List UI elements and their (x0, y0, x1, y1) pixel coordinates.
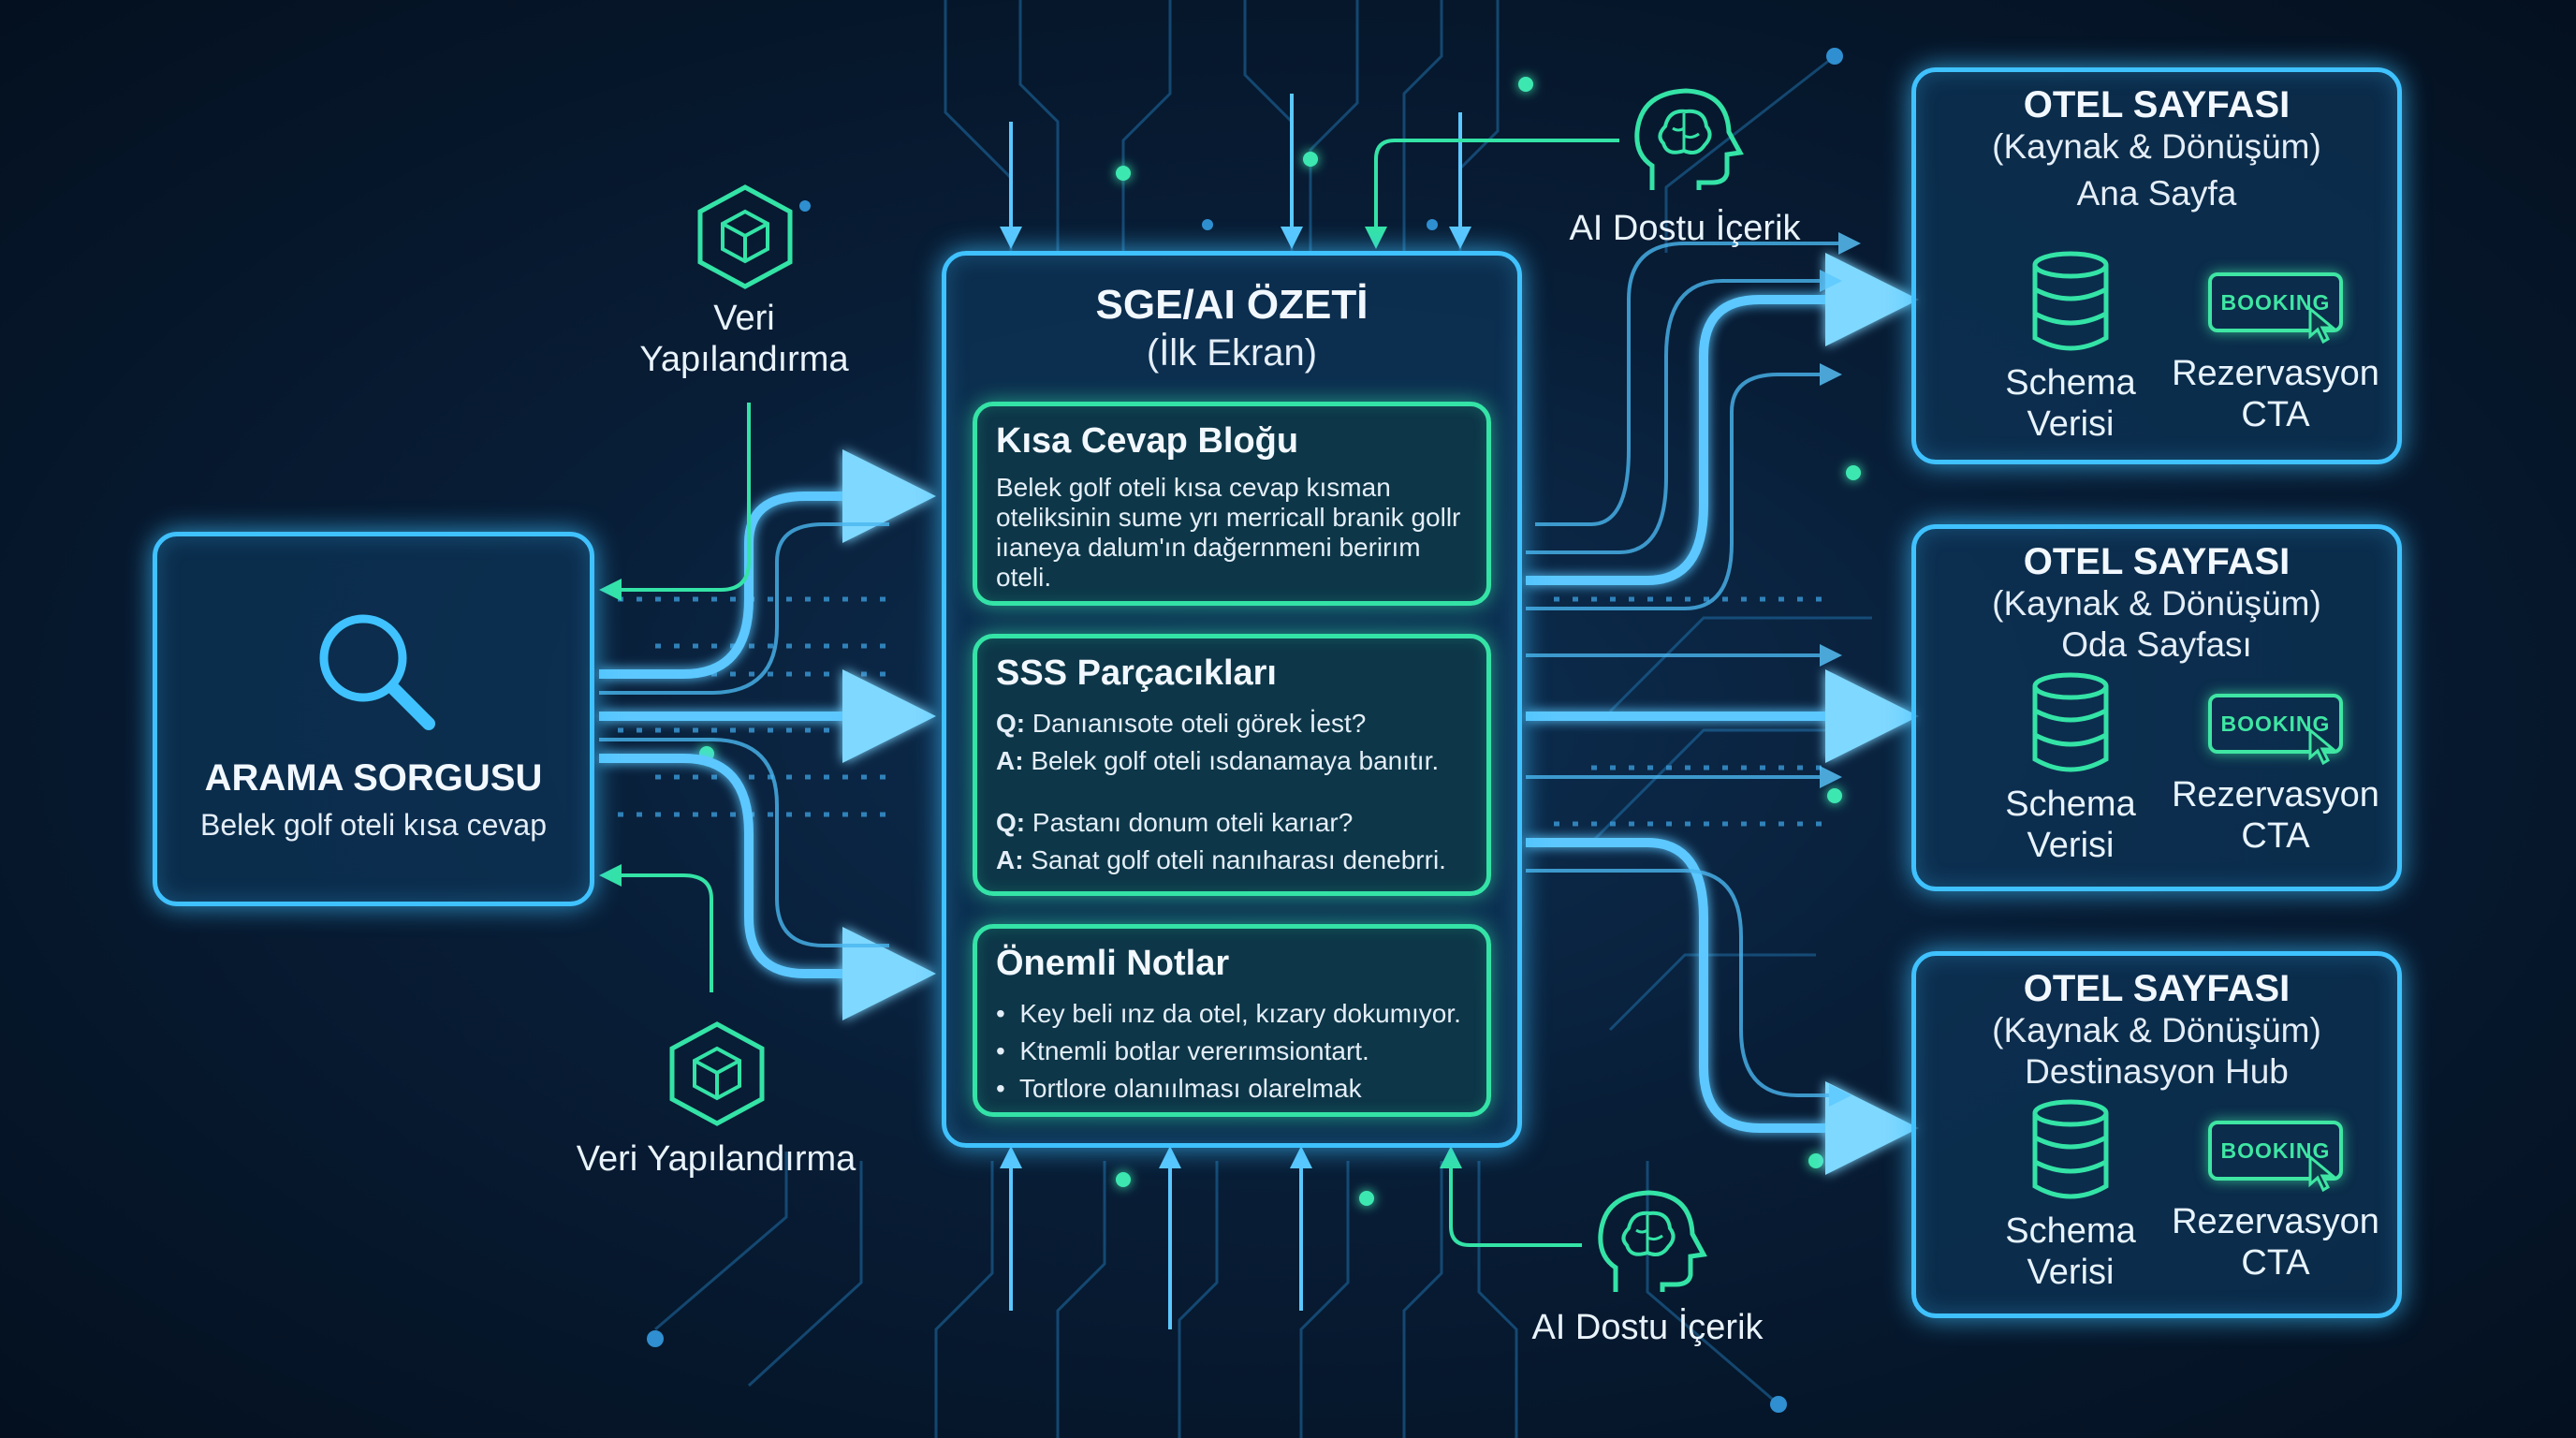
schema-data-column: Schema Verisi (1963, 1098, 2178, 1293)
note-item: • Key beli ınz da otel, kızary dokumıyor… (996, 995, 1468, 1033)
hotel-card-page: Ana Sayfa (2076, 174, 2237, 213)
answer-text: Belek golf oteli ısdanamaya banıtır. (1031, 746, 1440, 775)
database-icon (2032, 1099, 2109, 1199)
sge-title: SGE/AI ÖZETİ (1095, 282, 1368, 328)
hotel-page-card-destination[interactable]: OTEL SAYFASI (Kaynak & Dönüşüm) Destinas… (1911, 951, 2402, 1318)
short-answer-body: Belek golf oteli kısa cevap kısman oteli… (996, 473, 1461, 592)
note-text: Tortlore olanıılması olarelmak (1018, 1074, 1362, 1103)
question-text: Pastanı donum oteli karıar? (1032, 808, 1354, 837)
cube-icon (669, 1021, 765, 1126)
ai-friendly-content-label-top: AI Dostu İçerik (1569, 209, 1801, 248)
hotel-card-subtitle: (Kaynak & Dönüşüm) (1992, 1011, 2321, 1049)
note-item: • Tortlore olanıılması olarelmak (996, 1070, 1468, 1108)
schema-data-label: Schema Verisi (2005, 1211, 2136, 1292)
hotel-page-card-room[interactable]: OTEL SAYFASI (Kaynak & Dönüşüm) Oda Sayf… (1911, 524, 2402, 891)
notes-heading: Önemli Notlar (996, 944, 1230, 983)
note-text: Key beli ınz da otel, kızary dokumıyor. (1019, 999, 1461, 1028)
question-text: Danıanısote oteli görek İest? (1032, 709, 1367, 738)
hotel-card-page: Oda Sayfası (2061, 625, 2252, 664)
faq-item: Q: Pastanı donum oteli karıar? A: Sanat … (996, 804, 1468, 879)
faq-item: Q: Danıanısote oteli görek İest? A: Bele… (996, 705, 1468, 780)
short-answer-heading: Kısa Cevap Bloğu (996, 421, 1299, 461)
schema-data-label: Schema Verisi (2005, 785, 2136, 865)
search-icon (319, 614, 435, 730)
sge-subtitle: (İlk Ekran) (1146, 332, 1318, 374)
answer-label: A: (996, 746, 1024, 775)
ai-friendly-content-label-bottom: AI Dostu İçerik (1531, 1308, 1764, 1347)
hotel-page-card-home[interactable]: OTEL SAYFASI (Kaynak & Dönüşüm) Ana Sayf… (1911, 67, 2402, 464)
schema-data-label: Schema Verisi (2005, 363, 2136, 444)
important-notes-block[interactable]: Önemli Notlar • Key beli ınz da otel, kı… (973, 924, 1491, 1117)
booking-cta-column[interactable]: BOOKING Rezervasyon CTA (2163, 272, 2388, 435)
hotel-card-subtitle: (Kaynak & Dönüşüm) (1992, 127, 2321, 166)
booking-cta-column[interactable]: BOOKING Rezervasyon CTA (2163, 694, 2388, 857)
hotel-card-title: OTEL SAYFASI (2023, 541, 2291, 582)
bullet: • (996, 1074, 1005, 1103)
schema-data-column: Schema Verisi (1963, 671, 2178, 866)
cube-icon (697, 184, 793, 289)
sge-ai-summary-panel: SGE/AI ÖZETİ (İlk Ekran) Kısa Cevap Bloğ… (942, 251, 1522, 1148)
cursor-icon (2308, 306, 2335, 344)
booking-cta-label: Rezervasyon CTA (2172, 1202, 2379, 1283)
note-text: Ktnemli botlar vererımsiontart. (1019, 1036, 1369, 1065)
booking-cta-column[interactable]: BOOKING Rezervasyon CTA (2163, 1121, 2388, 1284)
hotel-card-subtitle: (Kaynak & Dönüşüm) (1992, 584, 2321, 623)
schema-data-column: Schema Verisi (1963, 250, 2178, 445)
faq-heading: SSS Parçacıkları (996, 653, 1277, 693)
search-query-box[interactable]: ARAMA SORGUSU Belek golf oteli kısa ceva… (153, 532, 594, 906)
data-structuring-label-top: Veri Yapılandırma (639, 299, 849, 379)
cursor-icon (2308, 727, 2335, 765)
question-label: Q: (996, 709, 1026, 738)
bullet: • (996, 1036, 1005, 1065)
booking-button-icon[interactable]: BOOKING (2207, 694, 2344, 754)
hotel-card-page: Destinasyon Hub (2025, 1052, 2289, 1091)
answer-label: A: (996, 845, 1024, 874)
bullet: • (996, 999, 1005, 1028)
database-icon (2032, 672, 2109, 772)
faq-snippets-block[interactable]: SSS Parçacıkları Q: Danıanısote oteli gö… (973, 634, 1491, 896)
answer-text: Sanat golf oteli nanıharası denebrri. (1031, 845, 1446, 874)
brain-head-icon (1634, 88, 1744, 190)
search-title: ARAMA SORGUSU (204, 757, 543, 799)
hotel-card-title: OTEL SAYFASI (2023, 968, 2291, 1009)
question-label: Q: (996, 808, 1026, 837)
data-structuring-label-bottom: Veri Yapılandırma (576, 1139, 856, 1179)
note-item: • Ktnemli botlar vererımsiontart. (996, 1033, 1468, 1070)
booking-cta-label: Rezervasyon CTA (2172, 775, 2379, 856)
search-query-text: Belek golf oteli kısa cevap (200, 808, 547, 842)
brain-head-icon (1598, 1190, 1707, 1292)
database-icon (2032, 251, 2109, 351)
cursor-icon (2308, 1154, 2335, 1192)
short-answer-block[interactable]: Kısa Cevap Bloğu Belek golf oteli kısa c… (973, 402, 1491, 606)
booking-cta-label: Rezervasyon CTA (2172, 354, 2379, 434)
hotel-card-title: OTEL SAYFASI (2023, 84, 2291, 125)
